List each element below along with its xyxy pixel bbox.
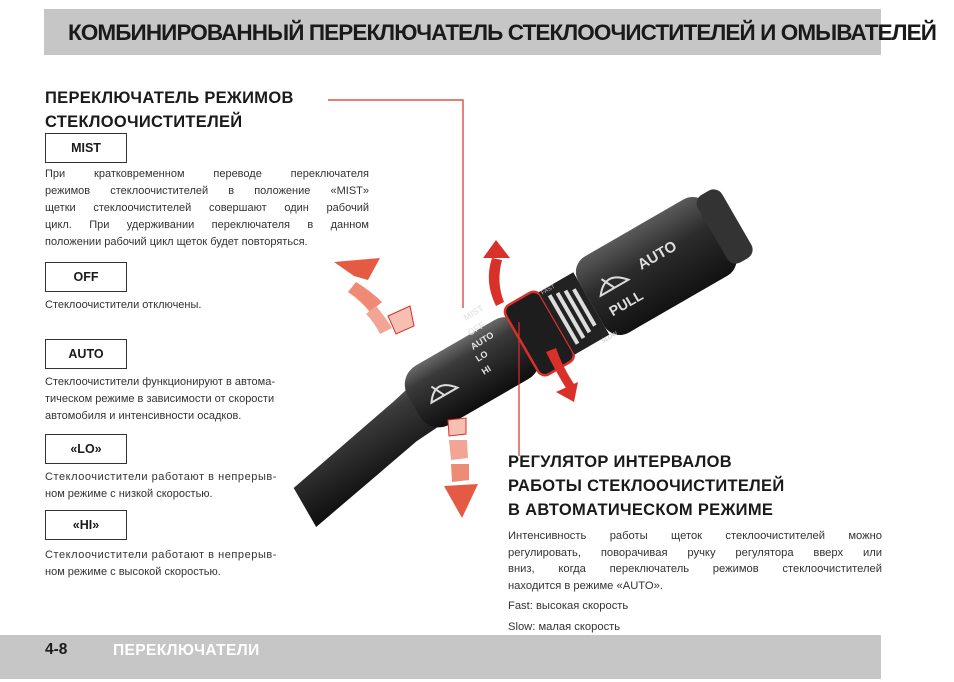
left-title-line: СТЕКЛООЧИСТИТЕЛЕЙ	[45, 113, 243, 131]
mode-box-off: OFF	[45, 262, 127, 292]
speed-scale-marks	[547, 288, 597, 345]
mode-desc-mist: При кратковременном переводе переключате…	[45, 166, 369, 251]
fast-note: Fast: высокая скорость	[508, 600, 629, 612]
right-title-line: В АВТОМАТИЧЕСКОМ РЕЖИМЕ	[508, 501, 774, 519]
desc-line: режимов стеклоочистителей в положение «M…	[45, 185, 369, 197]
desc-line: При кратковременном переводе переключате…	[45, 168, 369, 180]
right-section-body: Интенсивность работы щеток стеклоочистит…	[508, 528, 882, 635]
desc-line: положении рабочий цикл щеток будет повто…	[45, 236, 308, 248]
mode-box-hi: «HI»	[45, 510, 127, 540]
left-title-line: ПЕРЕКЛЮЧАТЕЛЬ РЕЖИМОВ	[45, 89, 294, 107]
right-title-line: РАБОТЫ СТЕКЛООЧИСТИТЕЛЕЙ	[508, 477, 785, 495]
wiper-knob	[575, 196, 737, 335]
mode-box-mist: MIST	[45, 133, 127, 163]
mode-desc-auto: Стеклоочистители функционируют в автома-…	[45, 374, 320, 425]
slow-note: Slow: малая скорость	[508, 620, 621, 633]
stalk-label-mist: MIST	[462, 303, 486, 323]
arrow-up-icon	[334, 258, 415, 335]
knob-tip	[696, 189, 753, 264]
desc-line: автомобиля и интенсивности осадков.	[45, 410, 242, 422]
knob-wiper-icon	[599, 276, 631, 298]
page-title: КОМБИНИРОВАННЫЙ ПЕРЕКЛЮЧАТЕЛЬ СТЕКЛООЧИС…	[68, 20, 937, 45]
desc-line: тическом режиме в зависимости от скорост…	[45, 393, 275, 405]
header-band: КОМБИНИРОВАННЫЙ ПЕРЕКЛЮЧАТЕЛЬ СТЕКЛООЧИС…	[44, 9, 937, 55]
right-section-title: РЕГУЛЯТОР ИНТЕРВАЛОВ РАБОТЫ СТЕКЛООЧИСТИ…	[508, 450, 785, 522]
desc-line: цикл. При удерживании переключателя в да…	[45, 219, 369, 231]
desc-line: Стеклоочистители отключены.	[45, 299, 202, 311]
desc-line: ном режиме с низкой скоростью.	[45, 488, 213, 500]
ring-rotate-up-icon	[483, 240, 510, 306]
body-line: регулировать, поворачивая ручку регулято…	[508, 546, 882, 559]
speed-scale	[538, 272, 610, 355]
desc-line: Стеклоочистители функционируют в автома-	[45, 376, 275, 388]
leader-line-mode	[328, 99, 464, 308]
page-number: 4-8	[45, 641, 68, 658]
wiper-icon	[430, 384, 460, 405]
desc-line: щетки стеклоочистителей совершают один р…	[45, 202, 369, 214]
body-line: вниз, когда переключатель режимов стекло…	[508, 563, 882, 575]
stalk-head	[404, 317, 540, 428]
body-line: находится в режиме «AUTO».	[508, 579, 663, 592]
mode-box-lo: «LO»	[45, 434, 127, 464]
right-title-line: РЕГУЛЯТОР ИНТЕРВАЛОВ	[508, 453, 732, 471]
desc-line: Стеклоочистители работают в непрерыв-	[45, 471, 278, 483]
ring-rotate-down-icon	[546, 348, 578, 402]
mode-desc-off: Стеклоочистители отключены.	[45, 297, 369, 314]
mode-box-auto: AUTO	[45, 339, 127, 369]
stalk: PULL AUTO FAST SLOW	[293, 189, 753, 527]
desc-line: ном режиме с высокой скоростью.	[45, 566, 221, 578]
mode-desc-hi: Стеклоочистители работают в непрерыв- но…	[45, 547, 320, 581]
body-line: Интенсивность работы щеток стеклоочистит…	[508, 530, 882, 542]
arrow-down-icon	[444, 417, 478, 518]
stalk-label-hi: HI	[480, 363, 493, 376]
footer-band: 4-8 ПЕРЕКЛЮЧАТЕЛИ	[0, 635, 881, 679]
left-section-title: ПЕРЕКЛЮЧАТЕЛЬ РЕЖИМОВ СТЕКЛООЧИСТИТЕЛЕЙ	[45, 86, 294, 134]
mode-desc-lo: Стеклоочистители работают в непрерыв- но…	[45, 469, 320, 503]
desc-line: Стеклоочистители работают в непрерыв-	[45, 549, 278, 561]
chapter-title: ПЕРЕКЛЮЧАТЕЛИ	[113, 642, 260, 659]
